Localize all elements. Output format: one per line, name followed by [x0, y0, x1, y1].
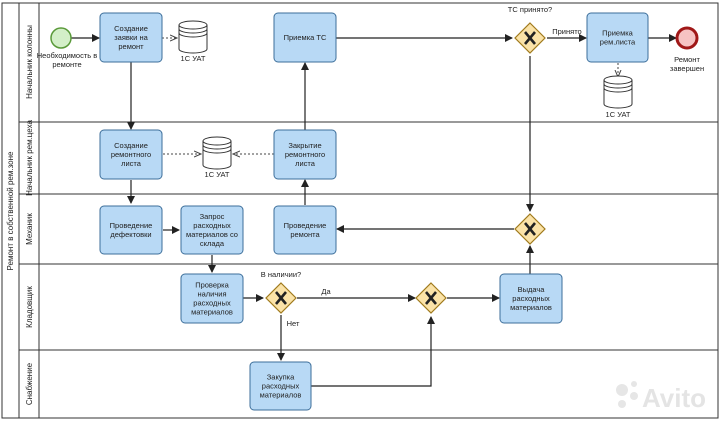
- data-associations: [162, 38, 618, 154]
- task-label-line: материалов со: [186, 230, 238, 239]
- gateway-merge-to-repair: [514, 213, 546, 245]
- yes-flow-label: Да: [321, 287, 331, 296]
- data-store-label: 1С УАТ: [205, 170, 230, 179]
- task-label-line: наличия: [197, 290, 226, 299]
- exclusive-x-icon: [425, 291, 437, 305]
- task-label-line: ремонтного: [285, 150, 325, 159]
- data-stores: 1С УАТ 1С УАТ 1С УАТ: [178, 20, 633, 179]
- flow-labels: ТС принято? Принято В наличии? Да Нет: [261, 5, 582, 328]
- task-label-line: заявки на: [114, 33, 148, 42]
- task-label-line: расходных: [512, 294, 550, 303]
- exclusive-x-icon: [524, 31, 536, 45]
- task-label-line: расходных: [193, 299, 231, 308]
- vehicle-accepted-question: ТС принято?: [508, 5, 552, 14]
- data-store-label: 1С УАТ: [181, 54, 206, 63]
- task-label-line: ремонт: [118, 42, 144, 51]
- task-label-line: материалов: [260, 391, 302, 400]
- task-label-line: ремонтного: [111, 150, 151, 159]
- task-label-line: расходных: [193, 221, 231, 230]
- task-label-line: склада: [200, 239, 225, 248]
- lane-label-supply: Снабжение: [25, 362, 34, 405]
- task-label-line: Закрытие: [288, 141, 321, 150]
- avito-watermark: Avito: [616, 381, 706, 413]
- data-store-uat-1: 1С УАТ: [178, 20, 208, 63]
- lane-label-storekeeper: Кладовщик: [25, 286, 34, 328]
- task-label-line: Выдача: [518, 285, 546, 294]
- lane-label-mechanic: Механик: [25, 213, 34, 245]
- task-label-line: Проведение: [110, 221, 153, 230]
- data-store-uat-2: 1С УАТ: [202, 136, 232, 179]
- task-label-line: материалов: [191, 308, 233, 317]
- gateway-vehicle-accepted: [514, 22, 546, 54]
- exclusive-x-icon: [524, 222, 536, 236]
- task-label-line: дефектовки: [110, 230, 151, 239]
- data-store-uat-3: 1С УАТ: [603, 75, 633, 119]
- task-label-line: материалов: [510, 303, 552, 312]
- task-label-line: Проверка: [195, 281, 229, 290]
- sequence-flows: [71, 34, 677, 387]
- in-stock-question: В наличии?: [261, 270, 301, 279]
- data-store-label: 1С УАТ: [606, 110, 631, 119]
- gateway-in-stock: [265, 282, 297, 314]
- no-flow-label: Нет: [287, 319, 300, 328]
- task-label-line: листа: [295, 159, 316, 168]
- task-label-line: Закупка: [267, 373, 295, 382]
- task-label-line: листа: [121, 159, 142, 168]
- task-accept-vehicle: Приемка ТС: [273, 12, 337, 63]
- task-label-line: Приемка: [602, 29, 634, 38]
- task-label-line: Запрос: [200, 212, 225, 221]
- accepted-flow-label: Принято: [552, 27, 581, 36]
- lane-label-column-chief: Начальник колонны: [25, 25, 34, 99]
- task-label-line: ремонта: [290, 230, 320, 239]
- task-label-line: Приемка ТС: [284, 33, 327, 42]
- lane-label-shop-chief: Начальник рем.цеха: [25, 120, 34, 196]
- database-icon: [178, 20, 208, 54]
- database-icon: [603, 75, 633, 109]
- avito-watermark-text: Avito: [642, 383, 706, 413]
- gateway-merge-materials: [415, 282, 447, 314]
- task-label-line: рем.листа: [600, 38, 636, 47]
- gateways: [265, 22, 546, 314]
- exclusive-x-icon: [275, 291, 287, 305]
- database-icon: [202, 136, 232, 170]
- task-label-line: расходных: [262, 382, 300, 391]
- pool-title: Ремонт в собственной рем.зоне: [6, 151, 15, 271]
- task-label-line: Создание: [114, 24, 148, 33]
- task-label-line: Создание: [114, 141, 148, 150]
- task-label-line: Проведение: [284, 221, 327, 230]
